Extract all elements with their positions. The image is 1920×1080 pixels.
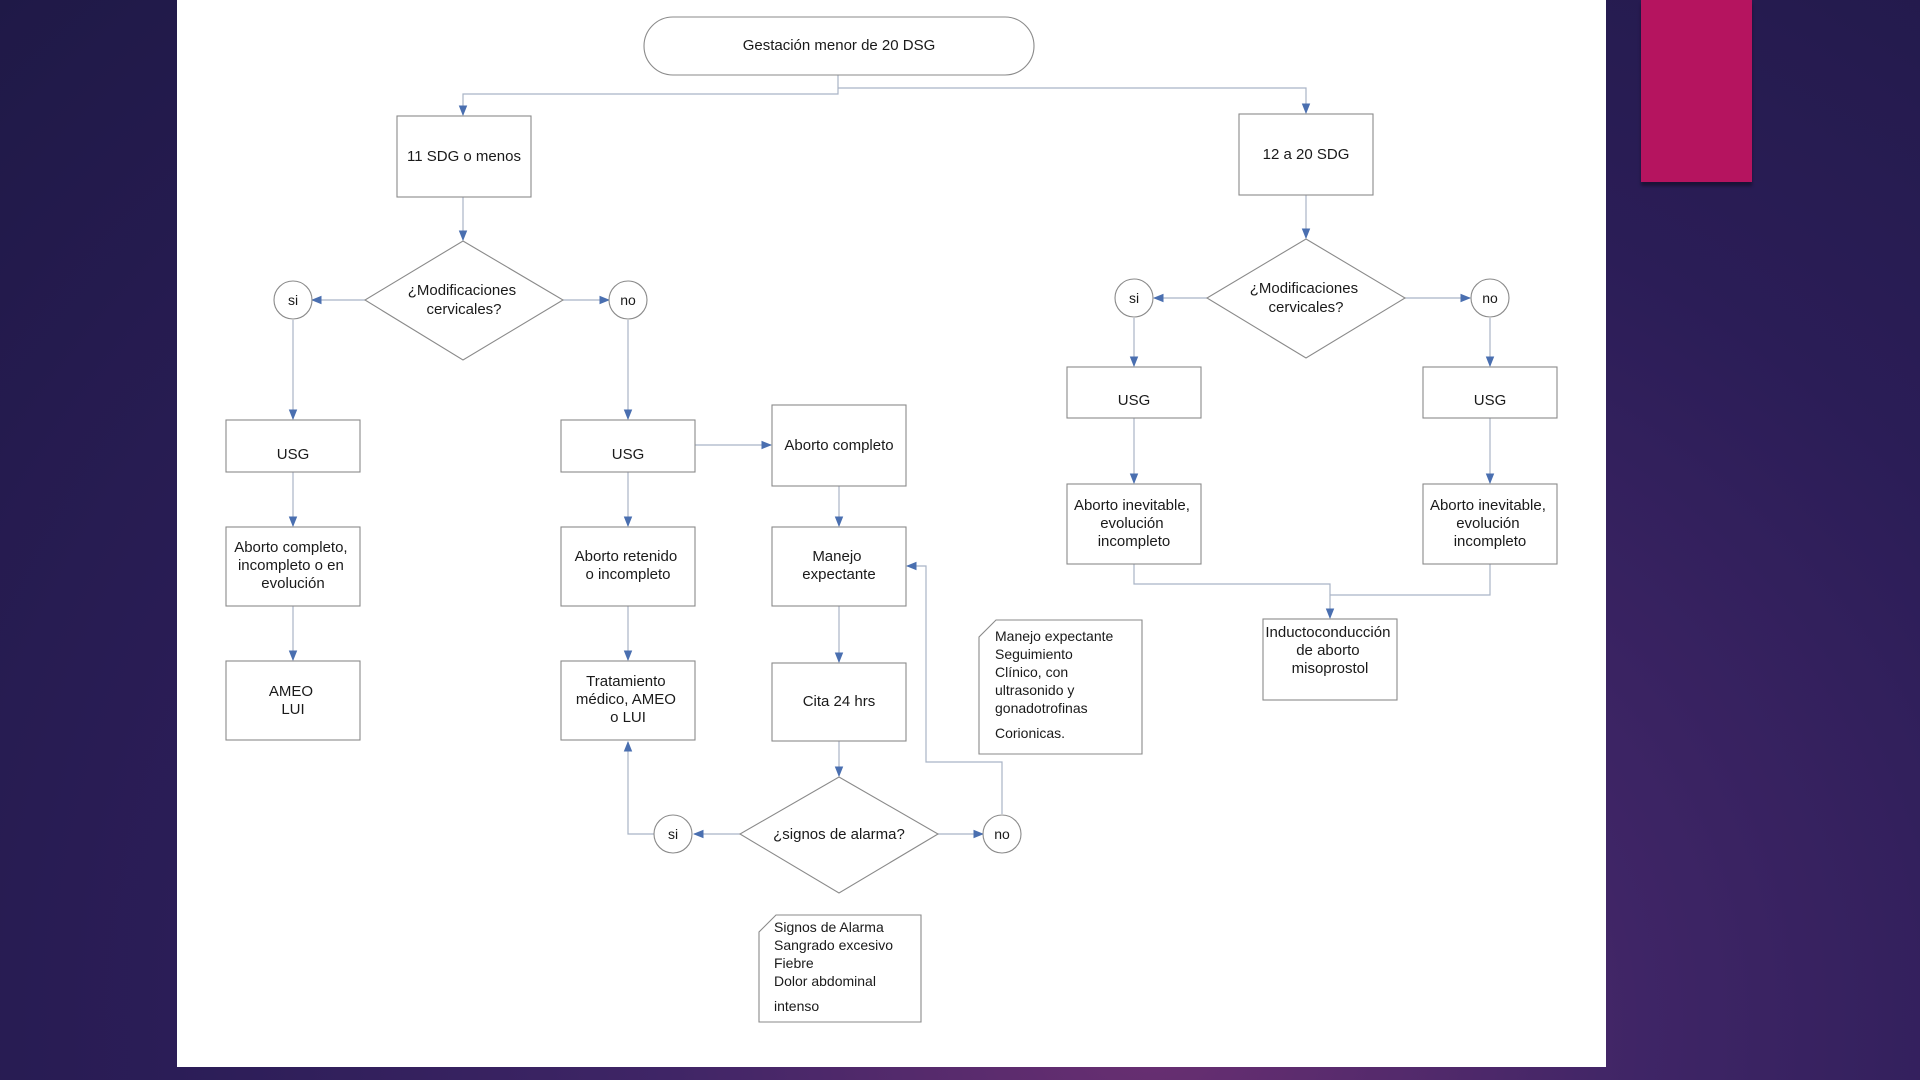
svg-text:¿Modificaciones cervical: ¿Modificaciones cervicales?	[408, 282, 521, 318]
left-no-usg-box: USG	[560, 419, 696, 473]
left-cervical-decision: ¿Modificaciones cervicales?	[363, 240, 565, 361]
right-no-usg-box: USG	[1422, 366, 1558, 419]
left-yes-usg-box: USG	[225, 419, 361, 473]
start-label: Gestación menor de 20 DSG	[743, 37, 936, 54]
svg-text:si: si	[1129, 290, 1139, 306]
svg-text:si: si	[288, 292, 298, 308]
right-yes-result-box: Aborto inevitable, evolución incompleto	[1066, 483, 1202, 565]
induction-box: Inductoconducción de aborto misoprostol	[1262, 618, 1398, 701]
complete-abortion-box: Aborto completo	[771, 404, 907, 487]
left-range-box: 11 SDG o menos	[396, 115, 532, 198]
accent-bar	[1641, 0, 1752, 182]
left-yes-connector: si	[273, 280, 313, 320]
right-range-box: 12 a 20 SDG	[1238, 113, 1374, 196]
svg-text:Aborto inevitable, evolu: Aborto inevitable, evolución incompleto	[1430, 497, 1550, 550]
left-yes-result-box: Aborto completo, incompleto o en evoluci…	[225, 526, 361, 607]
alarm-yes-connector: si	[653, 814, 693, 854]
left-yes-treatment-box: AMEO LUI	[225, 660, 361, 741]
alarm-signs-note: Signos de Alarma Sangrado excesivo Fiebr…	[758, 914, 922, 1023]
svg-text:Cita 24 hrs: Cita 24 hrs	[803, 693, 876, 710]
svg-text:Aborto completo, incompl: Aborto completo, incompleto o en evoluci…	[234, 539, 352, 592]
svg-text:¿Modificaciones cervical: ¿Modificaciones cervicales?	[1250, 280, 1363, 316]
svg-text:si: si	[668, 826, 678, 842]
svg-text:Aborto inevitable, evolu: Aborto inevitable, evolución incompleto	[1074, 497, 1194, 550]
expectant-followup-note: Manejo expectante Seguimiento Clínico, c…	[978, 619, 1143, 755]
medical-treatment-box: Tratamiento médico, AMEO o LUI	[560, 660, 696, 741]
alarm-signs-decision: ¿signos de alarma?	[738, 776, 940, 894]
right-no-connector: no	[1470, 278, 1510, 318]
svg-text:Aborto retenido o incomp: Aborto retenido o incompleto	[575, 548, 682, 583]
svg-text:Manejo expectante Seguim: Manejo expectante Seguimiento Clínico, c…	[995, 628, 1117, 741]
expectant-management-box: Manejo expectante	[771, 526, 907, 607]
svg-text:Inductoconducción de abo: Inductoconducción de aborto misoprostol	[1265, 624, 1394, 677]
retained-abortion-box: Aborto retenido o incompleto	[560, 526, 696, 607]
right-yes-connector: si	[1114, 278, 1154, 318]
left-no-connector: no	[608, 280, 648, 320]
right-cervical-decision: ¿Modificaciones cervicales?	[1205, 238, 1407, 359]
svg-text:USG: USG	[612, 446, 645, 463]
connectors	[288, 75, 1495, 839]
svg-text:11 SDG o menos: 11 SDG o menos	[407, 148, 521, 165]
start-node: Gestación menor de 20 DSG	[643, 16, 1035, 76]
svg-text:USG: USG	[277, 446, 310, 463]
svg-text:Aborto completo: Aborto completo	[784, 437, 893, 454]
followup-box: Cita 24 hrs	[771, 662, 907, 742]
svg-text:no: no	[620, 292, 636, 308]
right-yes-usg-box: USG	[1066, 366, 1202, 419]
svg-text:USG: USG	[1118, 392, 1151, 409]
svg-text:Manejo expectante: Manejo expectante	[802, 548, 875, 583]
alarm-no-connector: no	[982, 814, 1022, 854]
svg-text:¿signos de alarma?: ¿signos de alarma?	[773, 826, 905, 843]
svg-text:12 a 20 SDG: 12 a 20 SDG	[1263, 146, 1350, 163]
right-no-result-box: Aborto inevitable, evolución incompleto	[1422, 483, 1558, 565]
svg-text:Tratamiento médico, AMEO: Tratamiento médico, AMEO o LUI	[576, 673, 680, 726]
svg-text:no: no	[994, 826, 1010, 842]
svg-text:no: no	[1482, 290, 1498, 306]
svg-text:AMEO LUI: AMEO LUI	[269, 683, 317, 718]
svg-text:USG: USG	[1474, 392, 1507, 409]
svg-text:Signos de Alarma Sangrad: Signos de Alarma Sangrado excesivo Fiebr…	[774, 919, 897, 1014]
